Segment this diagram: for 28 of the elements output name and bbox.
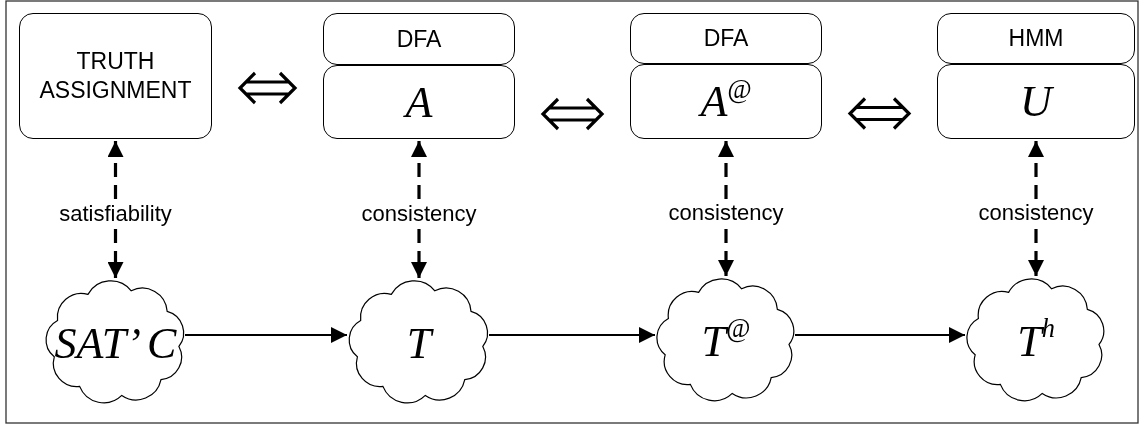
math-symbol: T$^{@}$	[701, 315, 751, 367]
rounded-box	[630, 13, 822, 64]
rounded-box	[19, 13, 212, 139]
arrow	[718, 141, 734, 276]
arrow	[1028, 141, 1044, 276]
box-title: TRUTH ASSIGNMENT	[38, 47, 193, 105]
rounded-box	[937, 13, 1135, 64]
arrow	[794, 327, 966, 343]
math-symbol: T	[406, 317, 432, 369]
arrow	[411, 141, 427, 278]
rounded-box	[630, 64, 822, 139]
rounded-box	[937, 64, 1135, 139]
math-symbol: U	[1020, 76, 1052, 127]
math-symbol: T$^{h}$	[1017, 315, 1055, 367]
box-title: DFA	[396, 24, 442, 54]
rounded-box	[323, 65, 515, 139]
math-symbol: A	[405, 76, 433, 128]
rounded-box	[323, 13, 515, 65]
math-symbol: SAT’ C	[54, 317, 177, 369]
arrow	[107, 141, 124, 278]
box-title: DFA	[703, 24, 749, 53]
box-title: HMM	[1008, 24, 1064, 53]
arrow	[488, 327, 656, 343]
math-symbol: A$^{@}$	[700, 76, 752, 127]
double-arrow	[847, 96, 912, 131]
arrow	[184, 327, 348, 343]
double-arrow	[540, 97, 605, 131]
double-arrow	[237, 71, 298, 105]
